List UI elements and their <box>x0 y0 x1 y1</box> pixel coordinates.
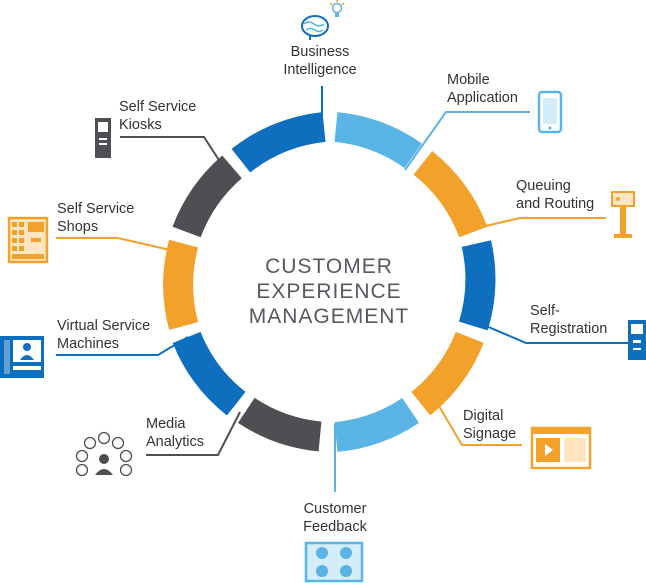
label-mobile-application-line2: Application <box>447 90 518 106</box>
label-mobile-application-line1: Mobile <box>447 72 490 88</box>
center-title-line1: CUSTOMER <box>265 255 393 278</box>
connectors <box>56 86 628 492</box>
ring-segment-self-service-kiosks <box>172 155 243 238</box>
label-virtual-service-machines-line2: Machines <box>57 336 119 352</box>
smartphone-icon <box>537 90 563 134</box>
labels: Business Intelligence Mobile Application… <box>57 44 607 535</box>
connector-digital-signage <box>432 395 522 446</box>
label-media-analytics-line1: Media <box>146 416 186 432</box>
label-self-service-kiosks-line2: Kiosks <box>119 117 162 133</box>
video-booth-icon <box>0 336 44 378</box>
label-business-intelligence-line2: Intelligence <box>283 62 356 78</box>
ring-segment-queuing-and-routing <box>413 151 488 238</box>
label-virtual-service-machines-line1: Virtual Service <box>57 318 150 334</box>
connector-queuing-and-routing <box>459 217 606 233</box>
label-business-intelligence-line1: Business <box>291 44 350 60</box>
ring-segment-virtual-service-machines <box>172 331 246 416</box>
label-self-registration-line2: Registration <box>530 321 607 337</box>
label-customer-feedback-line1: Customer <box>304 501 367 517</box>
label-digital-signage-line2: Signage <box>463 426 516 442</box>
label-customer-feedback-line2: Feedback <box>303 519 367 535</box>
connector-virtual-service-machines <box>56 336 189 356</box>
label-queuing-and-routing-line2: and Routing <box>516 196 594 212</box>
ring-segment-mobile-application <box>334 112 422 169</box>
ring-segment-business-intelligence <box>231 112 326 173</box>
queue-kiosk-icon <box>611 191 635 238</box>
connector-self-registration <box>471 319 628 344</box>
brain-lightbulb-icon <box>301 0 345 40</box>
kiosk-icon <box>95 118 111 158</box>
signage-screen-icon <box>530 426 592 470</box>
registration-kiosk-icon <box>628 320 646 360</box>
ring-segment-digital-signage <box>411 331 484 416</box>
ring-segment-self-registration <box>458 240 496 331</box>
connector-mobile-application <box>404 111 530 171</box>
connector-media-analytics <box>146 411 241 456</box>
label-self-registration-line1: Self- <box>530 303 560 319</box>
label-self-service-shops-line2: Shops <box>57 219 98 235</box>
label-queuing-and-routing-line1: Queuing <box>516 178 571 194</box>
label-media-analytics-line2: Analytics <box>146 434 204 450</box>
ring-segment-media-analytics <box>237 397 322 452</box>
center-title-line3: MANAGEMENT <box>249 305 410 328</box>
ring-segment-customer-feedback <box>334 397 419 452</box>
label-self-service-kiosks-line1: Self Service <box>119 99 196 115</box>
label-self-service-shops-line1: Self Service <box>57 201 134 217</box>
vending-shop-icon <box>7 216 49 264</box>
label-digital-signage-line1: Digital <box>463 408 503 424</box>
feedback-smileys-icon <box>304 541 364 583</box>
connector-self-service-shops <box>56 237 171 251</box>
social-media-icon <box>75 431 133 477</box>
ring-segment-self-service-shops <box>163 239 199 330</box>
center-title-line2: EXPERIENCE <box>256 280 401 303</box>
connector-self-service-kiosks <box>120 136 229 175</box>
